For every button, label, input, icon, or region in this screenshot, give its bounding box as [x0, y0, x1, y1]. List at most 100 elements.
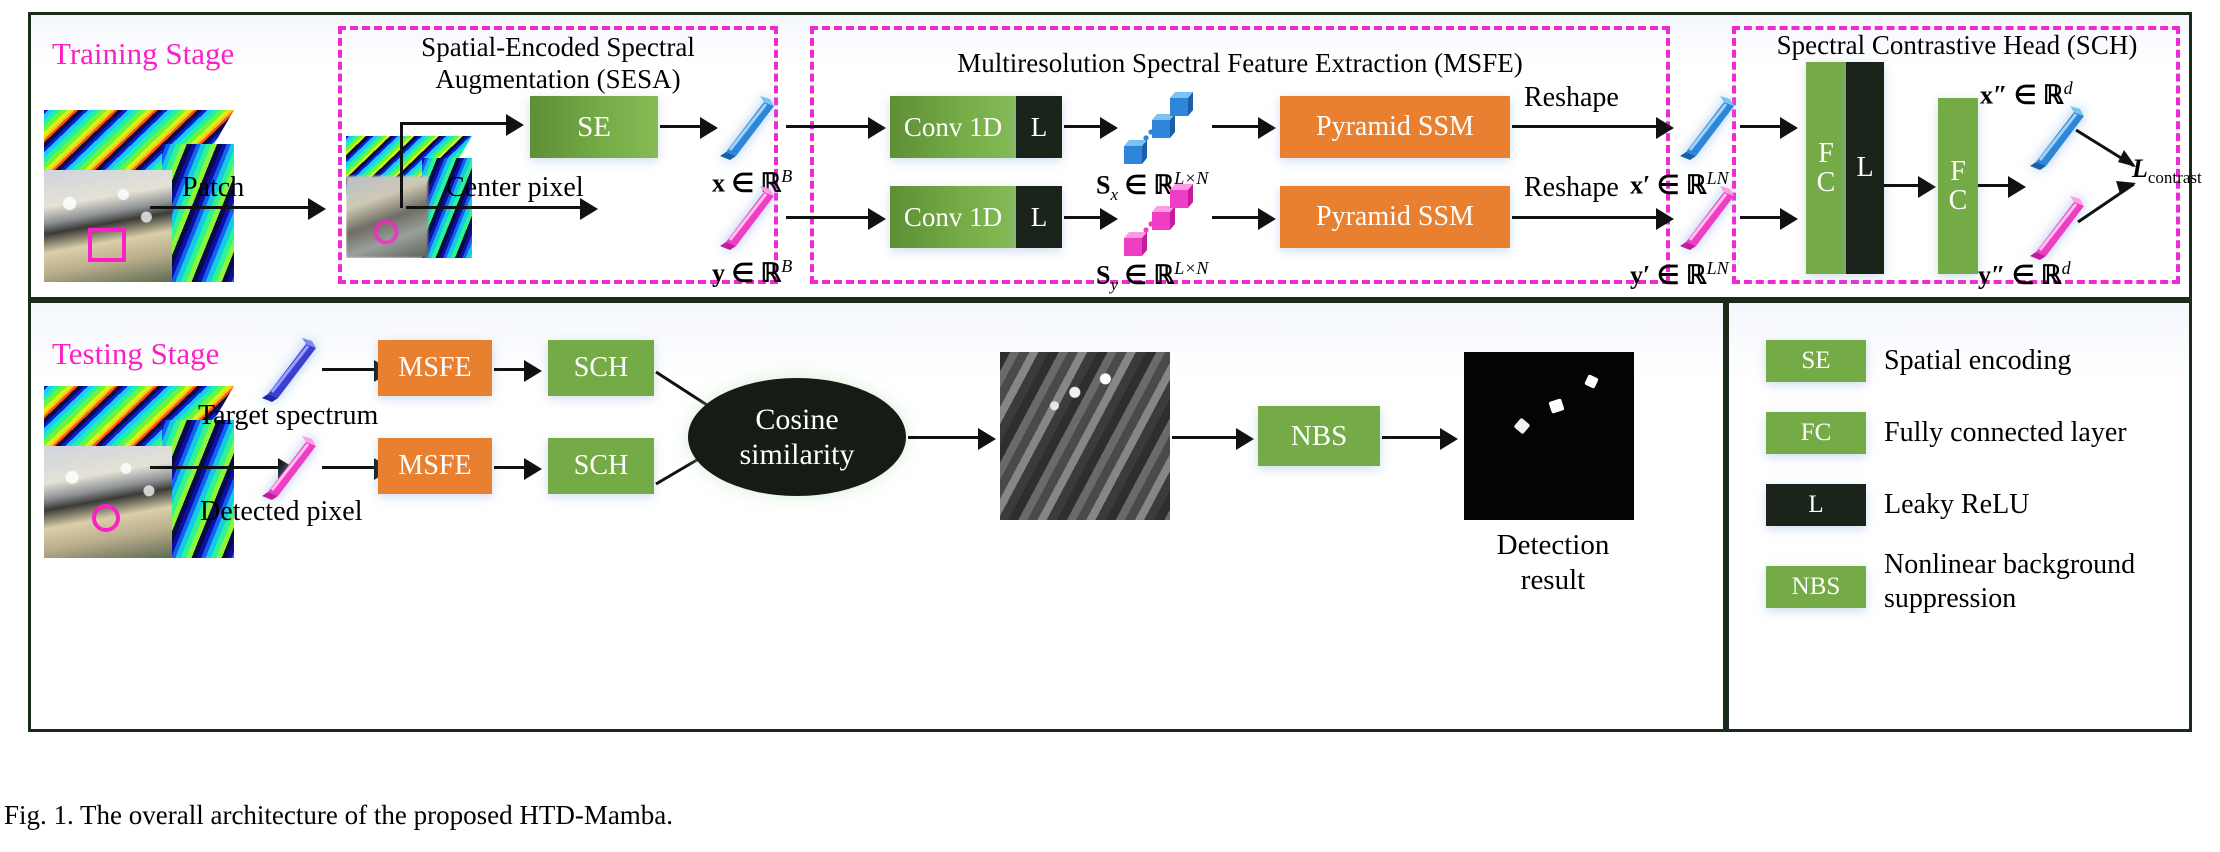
detection-result-label: Detection result [1496, 529, 1610, 596]
y-prime-label: y′ ∈ ℝLN [1630, 258, 1729, 290]
conv1d-bottom-node[interactable]: Conv 1D [890, 186, 1016, 248]
arrow-nbs-to-result [1382, 436, 1444, 439]
legend-swatch-nbs: NBS [1766, 566, 1866, 608]
patch-marker [88, 228, 126, 262]
pyramid-ssm-top-label: Pyramid SSM [1316, 111, 1474, 143]
msfe-top-node-testing[interactable]: MSFE [378, 340, 492, 396]
testing-stage-panel [28, 300, 1726, 732]
arrow-patch-head [308, 198, 326, 220]
leaky-relu-top-node[interactable]: L [1016, 96, 1062, 158]
pyramid-ssm-bottom-node[interactable]: Pyramid SSM [1280, 186, 1510, 248]
fc1-line1: F [1818, 137, 1834, 169]
arrow-l-to-fc2-head [1918, 176, 1936, 198]
Sy-label: Sy ∈ ℝL×N [1096, 258, 1209, 294]
hyperspectral-cube-training [44, 110, 234, 282]
arrow-msfe-to-sch-bottom [1740, 216, 1784, 219]
arrow-cosine-to-map-head [978, 428, 996, 450]
fc1-node[interactable]: F C [1806, 62, 1846, 274]
arrow-msfe-to-sch-bottom-testing [494, 466, 528, 469]
arrow-msfe-to-sch-top-testing-head [524, 360, 542, 382]
arrow-reshape-bottom-head [1656, 208, 1674, 230]
arrow-msfe-to-sch-top [1740, 125, 1784, 128]
arrow-sesa-to-msfe-bottom-head [868, 208, 886, 230]
center-pixel-label: Center pixel [446, 172, 584, 203]
arrow-sy-to-pyramid-head [1258, 208, 1276, 230]
target-spectrum-bar [262, 338, 316, 402]
patch-label: Patch [182, 172, 245, 203]
arrow-sesa-to-msfe-top-head [868, 117, 886, 139]
arrow-detected-pixel [150, 466, 282, 469]
detected-pixel-marker [92, 504, 120, 532]
fc2-node[interactable]: F C [1938, 98, 1978, 274]
fc2-line2: C [1948, 185, 1968, 216]
x-dprime-bar-blue [2030, 106, 2084, 170]
arrow-cosine-to-map [908, 436, 982, 439]
x-prime-label: x′ ∈ ℝLN [1630, 168, 1729, 200]
x-prime-bar-blue [1680, 96, 1734, 160]
cosine-similarity-node[interactable]: Cosine similarity [688, 378, 906, 496]
fc1-line2: C [1816, 167, 1836, 198]
legend-label-l: Leaky ReLU [1884, 489, 2030, 520]
arrow-sesa-to-msfe-top [786, 125, 870, 128]
legend-key-fc: FC [1800, 419, 1832, 446]
cosine-line1: Cosine [755, 402, 839, 436]
contrast-loss-arrows [2075, 128, 2136, 224]
leaky-relu-top-label: L [1030, 111, 1048, 142]
arrow-target-to-msfe [322, 368, 378, 371]
sch-bottom-node-testing[interactable]: SCH [548, 438, 654, 494]
pyramid-ssm-top-node[interactable]: Pyramid SSM [1280, 96, 1510, 158]
conv1d-top-node[interactable]: Conv 1D [890, 96, 1016, 158]
arrow-sesa-to-msfe-bottom [786, 216, 870, 219]
contrast-loss-label: Lcontrast [2132, 154, 2202, 188]
arrow-fc2-out [1978, 184, 2012, 187]
y-prime-bar-pink [1680, 186, 1734, 250]
sesa-title: Spatial-Encoded Spectral Augmentation (S… [421, 32, 695, 94]
reshape-top-label: Reshape [1524, 82, 1619, 113]
leaky-relu-bottom-label: L [1030, 201, 1048, 232]
sesa-branch-vline [400, 122, 403, 208]
sx-token-cubes-blue [1124, 92, 1193, 164]
reshape-bottom-label: Reshape [1524, 172, 1619, 203]
legend-label-se: Spatial encoding [1884, 345, 2072, 376]
arrow-reshape-top-head [1656, 117, 1674, 139]
legend-key-l: L [1808, 491, 1824, 518]
sch-top-node-testing[interactable]: SCH [548, 340, 654, 396]
center-pixel-marker [374, 220, 398, 244]
msfe-bottom-node-testing[interactable]: MSFE [378, 438, 492, 494]
arrow-msfe-to-sch-bottom-testing-head [524, 458, 542, 480]
hyperspectral-cube-testing [44, 386, 234, 558]
sy-token-cubes-pink [1124, 184, 1193, 256]
x-spectrum-bar-blue [720, 96, 774, 160]
se-node[interactable]: SE [530, 96, 658, 158]
legend-label-nbs: Nonlinear background suppression [1884, 549, 2136, 614]
arrow-detected-to-msfe [322, 466, 378, 469]
leaky-relu-bottom-node[interactable]: L [1016, 186, 1062, 248]
fc2-line1: F [1950, 155, 1966, 187]
arrow-patch [150, 206, 310, 209]
x-dprime-label: x″ ∈ ℝd [1980, 78, 2073, 110]
similarity-map-image [1000, 352, 1170, 520]
arrow-map-to-nbs-head [1236, 428, 1254, 450]
y-spectrum-bar-pink [720, 186, 774, 250]
figure-caption: Fig. 1. The overall architecture of the … [4, 800, 674, 830]
legend-swatch-se: SE [1766, 340, 1866, 382]
sesa-module-box [338, 26, 778, 284]
y-dprime-label: y″ ∈ ℝd [1978, 258, 2071, 290]
arrow-convtop-out [1064, 125, 1102, 128]
sch-module-box [1732, 26, 2180, 284]
nbs-node[interactable]: NBS [1258, 406, 1380, 466]
leaky-relu-sch-node[interactable]: L [1846, 62, 1884, 274]
legend-label-fc: Fully connected layer [1884, 417, 2127, 448]
arrow-convbot-out [1064, 216, 1102, 219]
arrow-to-se-head [506, 114, 524, 136]
msfe-top-label: MSFE [398, 352, 472, 384]
conv1d-bottom-label: Conv 1D [903, 201, 1003, 232]
y-dprime-bar-pink [2030, 196, 2084, 260]
Sx-label: Sx ∈ ℝL×N [1096, 168, 1209, 204]
msfe-module-box [810, 26, 1670, 284]
legend-key-nbs: NBS [1791, 573, 1841, 600]
msfe-title: Multiresolution Spectral Feature Extract… [957, 48, 1523, 78]
arrow-to-se [400, 122, 508, 125]
detected-pixel-bar [262, 436, 316, 500]
